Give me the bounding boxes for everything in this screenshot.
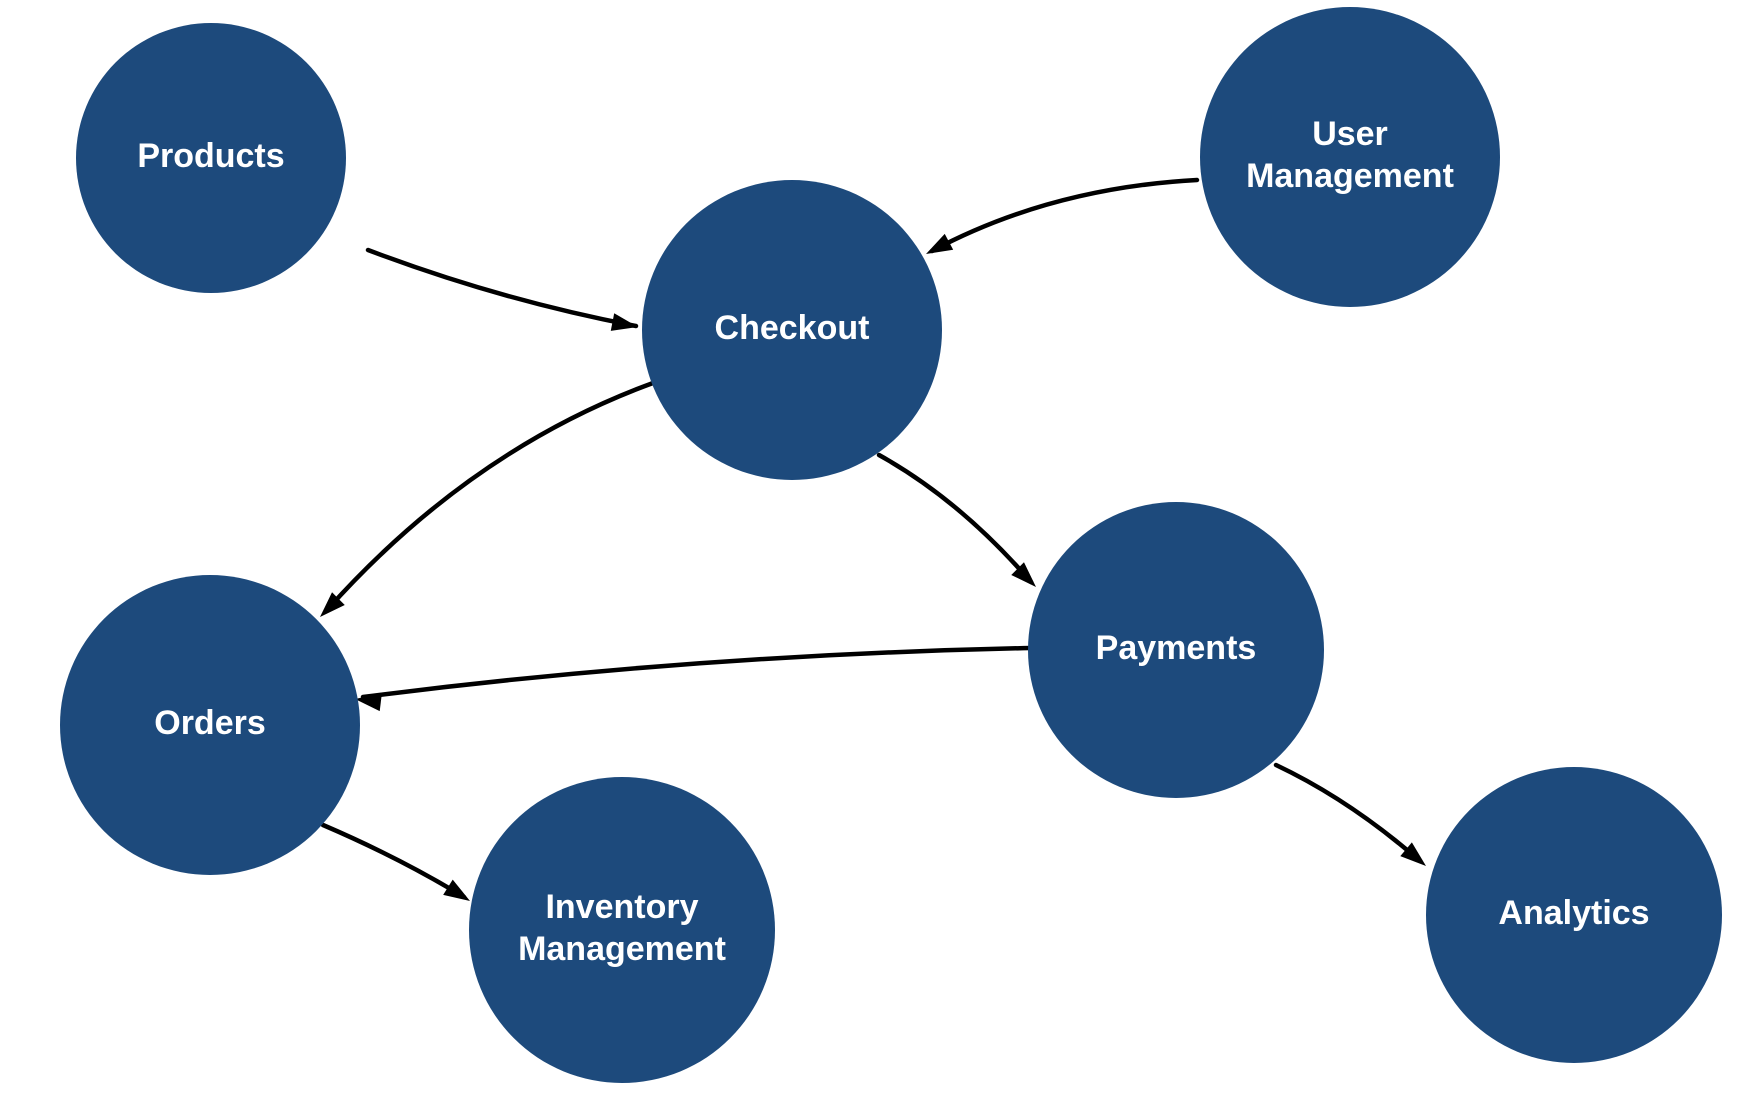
node-circle[interactable] [642, 180, 942, 480]
arrow-head-icon [320, 592, 345, 617]
node-circle[interactable] [1426, 767, 1722, 1063]
arrow-head-icon [1011, 562, 1036, 587]
edge-orders-to-inventory [320, 822, 470, 901]
node-products[interactable]: Products [76, 23, 346, 293]
edge-line [324, 380, 656, 613]
arrow-head-icon [355, 693, 382, 712]
edge-line [320, 822, 467, 900]
node-circle[interactable] [60, 575, 360, 875]
edge-line [876, 452, 1034, 585]
node-orders[interactable]: Orders [60, 575, 360, 875]
node-payments[interactable]: Payments [1028, 502, 1324, 798]
arrow-head-icon [926, 233, 954, 254]
edge-line [360, 645, 1034, 700]
node-circle[interactable] [469, 777, 775, 1083]
edge-line [929, 177, 1200, 254]
edge-checkout-to-orders [320, 380, 656, 617]
edge-payments-to-orders [355, 645, 1034, 712]
arrow-head-icon [1400, 842, 1426, 866]
edge-line [1273, 762, 1423, 864]
edge-payments-to-analytics [1273, 762, 1426, 866]
arrow-head-icon [610, 313, 638, 331]
node-checkout[interactable]: Checkout [642, 180, 942, 480]
arrow-head-icon [443, 879, 470, 901]
node-circle[interactable] [76, 23, 346, 293]
node-analytics[interactable]: Analytics [1426, 767, 1722, 1063]
edge-line [365, 247, 639, 329]
edges-layer [320, 177, 1426, 901]
edge-checkout-to-payments [876, 452, 1036, 587]
node-circle[interactable] [1028, 502, 1324, 798]
edge-products-to-checkout [365, 247, 639, 331]
edge-usermgmt-to-checkout [926, 177, 1200, 254]
node-circle[interactable] [1200, 7, 1500, 307]
